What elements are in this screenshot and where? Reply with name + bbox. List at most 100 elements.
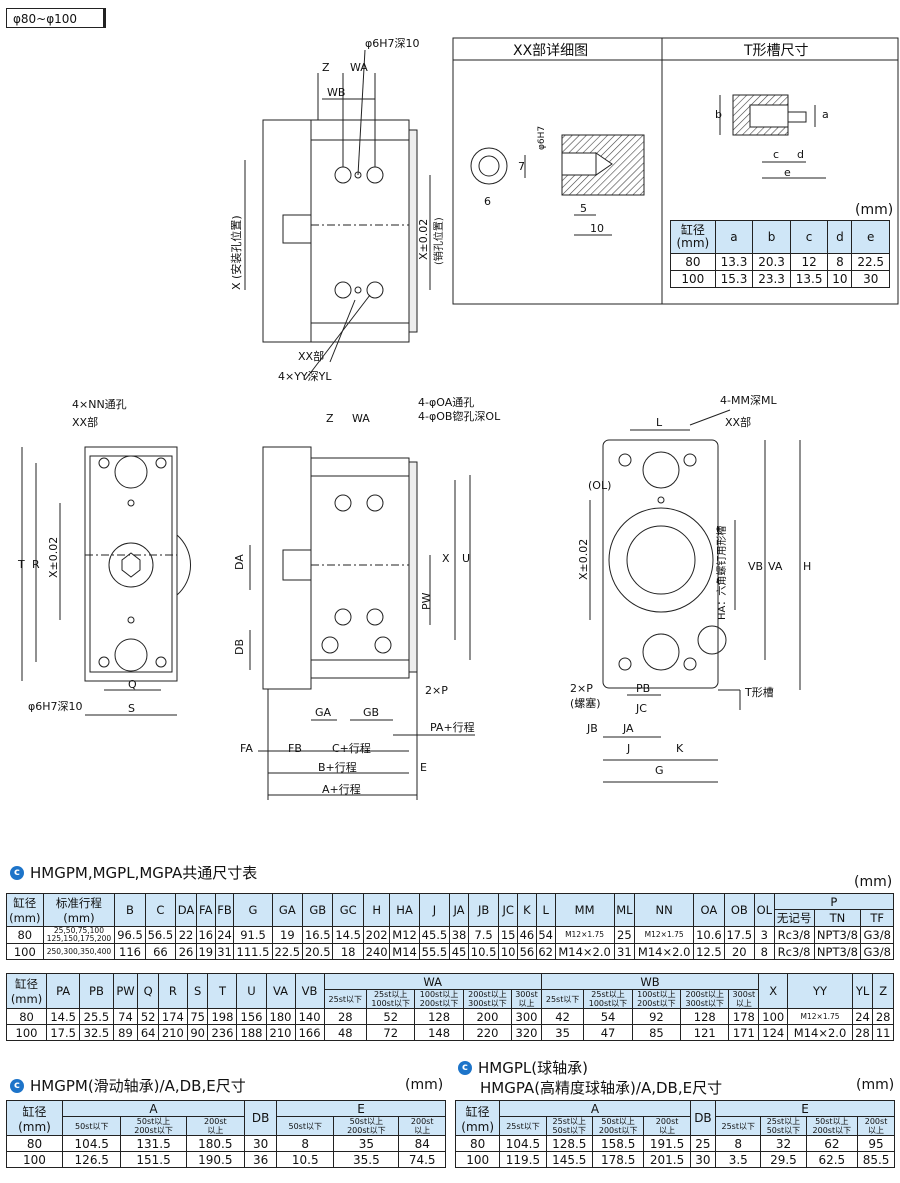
callout-ob: 4-φOB锪孔深OL xyxy=(418,410,501,423)
table-cell: 72 xyxy=(366,1024,416,1041)
range-tag: φ80~φ100 xyxy=(6,8,106,28)
table-cell: 64 xyxy=(137,1024,159,1041)
xx-dim-phi6: φ6H7 xyxy=(537,126,547,150)
table-cell: 30 xyxy=(244,1135,278,1152)
table-cell: 74.5 xyxy=(398,1151,446,1168)
side-dim-fb: FB xyxy=(288,742,302,755)
hmgpl-title: c HMGPL(球轴承) xyxy=(458,1057,588,1078)
header-cell: 100st以上 200st以下 xyxy=(631,989,682,1009)
table-cell: 17.5 xyxy=(46,1024,81,1041)
cell: 8 xyxy=(827,253,853,271)
table-cell: 178 xyxy=(728,1008,760,1025)
table-cell: 55.5 xyxy=(418,943,451,960)
table-cell: 210 xyxy=(157,1024,188,1041)
table-cell: 25.5 xyxy=(79,1008,114,1025)
table-cell: 35 xyxy=(333,1135,400,1152)
table-cell: 156 xyxy=(236,1008,267,1025)
side-dim-db: DB xyxy=(233,639,246,655)
table-cell: 171 xyxy=(728,1024,760,1041)
section-c-icon: c xyxy=(10,865,24,880)
callout-front-xx: XX部 xyxy=(72,415,98,429)
end-dim-ol: (OL) xyxy=(588,479,611,492)
header-cell: T xyxy=(207,973,238,1009)
header-cell: PB xyxy=(79,973,114,1009)
table-cell: 131.5 xyxy=(120,1135,187,1152)
table-cell: 100 xyxy=(454,1151,501,1168)
table-cell: 180 xyxy=(265,1008,296,1025)
table-cell: 75 xyxy=(186,1008,209,1025)
header-cell: 200st 以上 xyxy=(643,1116,691,1136)
cell: 30 xyxy=(851,270,890,288)
cell: 15.3 xyxy=(714,270,754,288)
table-cell: 12.5 xyxy=(693,943,725,960)
header-cell: YL xyxy=(851,973,874,1009)
table-cell: G3/8 xyxy=(860,926,894,944)
table-cell: 80 xyxy=(454,1135,501,1152)
table-cell: 24 xyxy=(851,1008,874,1025)
xx-dim-5: 5 xyxy=(580,202,587,215)
table-cell: 190.5 xyxy=(185,1151,246,1168)
header-cell: 缸径 (mm) xyxy=(6,1100,63,1136)
callout-yy: 4×YY深YL xyxy=(278,370,332,383)
dim-s: S xyxy=(128,702,135,715)
table-cell: 62 xyxy=(805,1135,859,1152)
table-cell: 80 xyxy=(6,1135,63,1152)
table-cell: 210 xyxy=(265,1024,296,1041)
technical-drawing: φ6H7深10 Z WA WB X (安装孔位置) X±0.02 (销孔位置) … xyxy=(17,37,899,800)
header-cell: 50st以上 200st以下 xyxy=(805,1116,859,1136)
cell: 12 xyxy=(789,253,829,271)
table-cell: 80 xyxy=(5,1008,48,1025)
header-cell: 200st 以上 xyxy=(857,1116,895,1136)
table-cell: 119.5 xyxy=(499,1151,547,1168)
end-dim-j: J xyxy=(626,742,630,755)
table-cell: 48 xyxy=(323,1024,368,1041)
end-view xyxy=(589,409,801,783)
table-cell: 84 xyxy=(398,1135,446,1152)
header-cell: E xyxy=(276,1100,446,1117)
side-dim-wa: WA xyxy=(352,412,370,425)
end-dim-jb: JB xyxy=(586,722,598,735)
table-cell: 116 xyxy=(114,943,146,960)
side-dim-gb: GB xyxy=(363,706,379,719)
common-unit: (mm) xyxy=(854,874,893,890)
cell: 20.3 xyxy=(752,253,791,271)
table-cell: 25,50,75,100 125,150,175,200 xyxy=(42,926,116,944)
table-cell: G3/8 xyxy=(860,943,894,960)
t-dim-a: a xyxy=(822,108,829,121)
table-cell: 54 xyxy=(583,1008,633,1025)
table-cell: 151.5 xyxy=(120,1151,187,1168)
header-cell: 200st以上 300st以下 xyxy=(680,989,730,1009)
table-cell: 191.5 xyxy=(643,1135,691,1152)
table-cell: 128 xyxy=(680,1008,730,1025)
header-cell: J xyxy=(418,893,451,927)
tslot-h-e: e xyxy=(851,220,890,254)
header-cell: OA xyxy=(693,893,725,927)
header-cell: FB xyxy=(214,893,235,927)
table-cell: 198 xyxy=(207,1008,238,1025)
header-cell: 25st以下 xyxy=(715,1116,762,1136)
callout-plug: (螺塞) xyxy=(570,696,601,710)
header-cell: U xyxy=(236,973,267,1009)
xx-dim-10: 10 xyxy=(590,222,604,235)
side-dim-e: E xyxy=(420,761,427,774)
header-cell: 50st以上 200st以下 xyxy=(333,1116,400,1136)
table-cell: 104.5 xyxy=(61,1135,122,1152)
table-cell: 16 xyxy=(195,926,216,944)
common-title-text: HMGPM,MGPL,MGPA共通尺寸表 xyxy=(30,864,258,882)
table-cell: 236 xyxy=(207,1024,238,1041)
table-cell: 145.5 xyxy=(545,1151,593,1168)
cell: 10 xyxy=(827,270,853,288)
table-cell: 29.5 xyxy=(760,1151,807,1168)
header-cell: DB xyxy=(689,1100,717,1136)
header-cell: C xyxy=(144,893,177,927)
header-cell: PA xyxy=(46,973,81,1009)
end-dim-jc: JC xyxy=(635,702,647,715)
end-dim-l: L xyxy=(656,416,663,429)
header-cell: JA xyxy=(449,893,469,927)
callout-nn: 4×NN通孔 xyxy=(72,398,127,411)
